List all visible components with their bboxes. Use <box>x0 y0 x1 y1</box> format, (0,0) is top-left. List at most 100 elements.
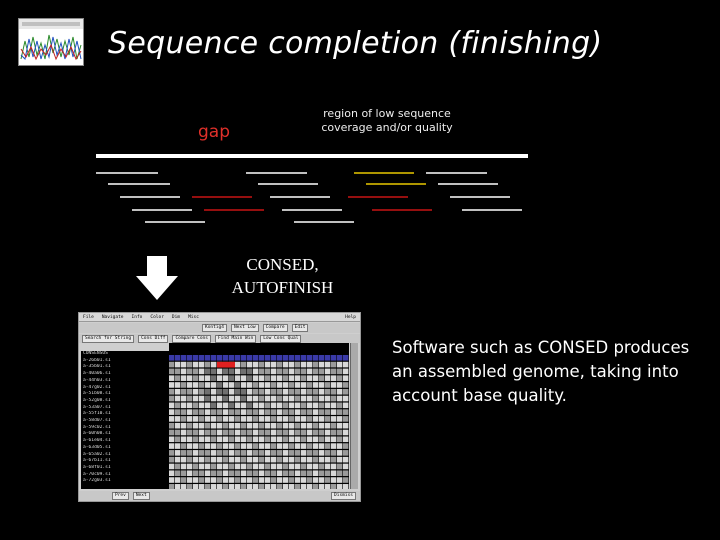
base-cell <box>217 402 223 409</box>
base-cell <box>313 450 319 456</box>
base-cell <box>253 382 259 388</box>
base-cell <box>169 416 175 422</box>
base-cell <box>289 436 295 443</box>
edit-button[interactable]: Edit <box>291 324 309 332</box>
menu-help[interactable]: Help <box>345 314 356 320</box>
base-cell <box>271 355 277 361</box>
read-name-item[interactable]: a-65a02.s1 <box>83 451 111 457</box>
base-cell <box>235 368 241 375</box>
base-cell <box>235 477 241 483</box>
read-name-item[interactable]: a-59c02.s1 <box>83 424 111 430</box>
trace-thumbnail-icon <box>18 18 84 66</box>
read-name-item[interactable]: CONSENSUS <box>83 351 108 356</box>
read-name-item[interactable]: a-47g02.s1 <box>83 384 111 390</box>
base-cell <box>223 463 229 470</box>
base-cell <box>295 470 301 477</box>
base-cell <box>277 470 283 477</box>
next-button[interactable]: Next <box>132 492 150 500</box>
base-cell <box>343 450 349 456</box>
base-cell <box>325 450 331 456</box>
base-cell <box>313 443 319 449</box>
gap-label: gap <box>198 122 230 142</box>
base-cell <box>217 463 223 470</box>
base-cell <box>169 368 175 375</box>
base-cell <box>325 395 331 402</box>
read-name-item[interactable]: a-51b08.s1 <box>83 391 111 397</box>
menu-navigate[interactable]: Navigate <box>101 314 124 320</box>
base-cell <box>253 375 259 381</box>
base-cell <box>337 484 343 489</box>
base-cell <box>253 470 259 477</box>
compare-button[interactable]: Compare <box>262 324 288 332</box>
read-name-item[interactable]: a-52g08.s1 <box>83 397 111 403</box>
base-cell <box>187 450 193 456</box>
base-alignment-grid[interactable] <box>169 343 349 489</box>
base-cell <box>241 484 247 489</box>
base-cell <box>331 355 337 361</box>
read-name-item[interactable]: a-60h08.s1 <box>83 431 111 437</box>
read-name-item[interactable]: a-58d07.s1 <box>83 418 111 424</box>
base-cell <box>175 375 181 381</box>
read-name-item[interactable]: a-35b01.s1 <box>83 364 111 370</box>
base-cell <box>181 361 187 368</box>
prev-button[interactable]: Prev <box>112 492 129 500</box>
base-cell <box>319 477 325 483</box>
read-name-item[interactable]: a-68f01.s1 <box>83 464 111 470</box>
base-cell <box>313 416 319 422</box>
base-cell <box>259 416 265 422</box>
read-name-item[interactable]: a-55f10.s1 <box>83 411 111 417</box>
base-cell <box>205 395 211 402</box>
tool-label-line1: CONSED, <box>246 255 319 274</box>
base-cell <box>307 422 313 429</box>
base-cell <box>301 402 307 409</box>
search-string-button[interactable]: Search for String <box>82 334 135 343</box>
base-cell <box>235 375 241 381</box>
read-name-item[interactable]: a-72g03.s1 <box>83 478 111 484</box>
base-cell <box>223 382 229 388</box>
base-cell <box>295 463 301 470</box>
menu-color[interactable]: Color <box>150 314 164 320</box>
base-cell <box>283 388 289 395</box>
next-low-button[interactable]: Next Low <box>230 324 259 332</box>
menu-misc[interactable]: Misc <box>188 314 199 320</box>
menu-dim[interactable]: Dim <box>171 314 181 320</box>
cons-diff-button[interactable]: Cons Diff <box>138 334 169 343</box>
vertical-scrollbar[interactable] <box>350 343 358 489</box>
read-name-item[interactable]: a-53a07.s1 <box>83 404 111 410</box>
base-cell <box>301 368 307 375</box>
base-cell <box>235 382 241 388</box>
base-cell <box>241 450 247 456</box>
base-cell <box>241 429 247 436</box>
base-cell <box>235 395 241 402</box>
base-cell <box>277 402 283 409</box>
base-cell <box>307 361 313 368</box>
read-name-item[interactable]: a-61e04.s1 <box>83 438 111 444</box>
base-cell <box>319 388 325 395</box>
find-main-button[interactable]: Find Main Win <box>214 334 257 343</box>
base-cell <box>169 409 175 415</box>
base-cell <box>205 422 211 429</box>
base-cell <box>175 436 181 443</box>
base-cell <box>211 436 217 443</box>
base-cell <box>337 368 343 375</box>
base-cell <box>289 477 295 483</box>
menu-file[interactable]: File <box>83 314 94 320</box>
compare-cons-button[interactable]: Compare Cons <box>172 334 211 343</box>
base-cell <box>169 470 175 477</box>
base-cell <box>241 402 247 409</box>
read-name-item[interactable]: a-67b11.s1 <box>83 458 111 464</box>
base-cell <box>283 355 289 361</box>
menu-info[interactable]: Info <box>131 314 143 320</box>
contig-field[interactable]: Kontig4 <box>202 324 227 332</box>
read-name-item[interactable]: a-40a06.s1 <box>83 371 111 377</box>
base-cell <box>235 422 241 429</box>
base-cell <box>295 402 301 409</box>
base-cell <box>217 450 223 456</box>
dismiss-button[interactable]: Dismiss <box>331 492 356 500</box>
read-name-item[interactable]: a-70c09.s1 <box>83 471 111 477</box>
read-name-item[interactable]: a-26b01.s1 <box>83 357 111 363</box>
read-name-item[interactable]: a-44h03.s1 <box>83 377 111 383</box>
read-name-item[interactable]: a-63d05.s1 <box>83 444 111 450</box>
low-cons-qual-button[interactable]: Low Cons Qual <box>260 334 302 343</box>
